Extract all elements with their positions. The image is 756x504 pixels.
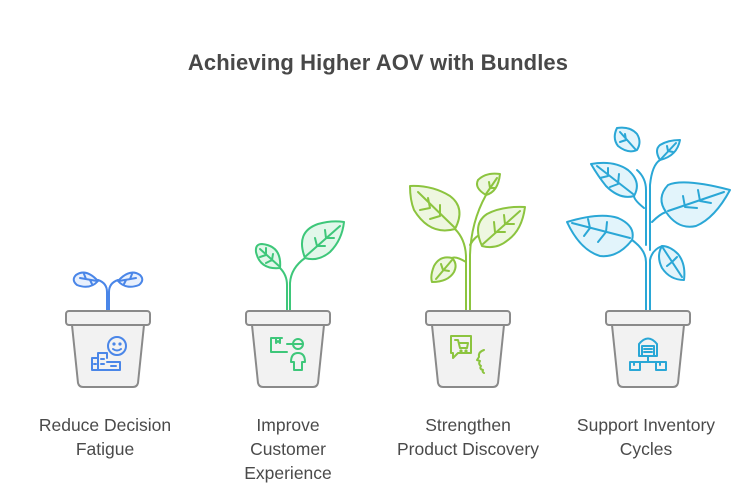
stage-label-2: Improve Customer Experience [203, 413, 373, 485]
stage-label-1: Reduce Decision Fatigue [20, 413, 190, 461]
label-line: Improve [256, 415, 320, 435]
cart-speech-bubble-icon [450, 335, 485, 374]
plant-stage-4 [566, 126, 731, 388]
stage-label-3: Strengthen Product Discovery [383, 413, 553, 461]
warehouse-distribution-icon [629, 337, 667, 371]
label-line: Cycles [619, 439, 673, 459]
label-line: Experience [244, 463, 332, 483]
label-line: Product Discovery [397, 439, 539, 459]
label-line: Reduce Decision [38, 415, 172, 435]
medium-plant-icon [409, 172, 526, 313]
label-line: Customer [250, 439, 326, 459]
label-line: Strengthen [425, 415, 511, 435]
diagram-title: Achieving Higher AOV with Bundles [187, 50, 569, 75]
plant-stage-3 [409, 172, 526, 388]
plant-stage-2 [245, 220, 345, 388]
large-plant-icon [566, 126, 731, 313]
small-plant-icon [254, 220, 345, 313]
pot [425, 310, 511, 388]
label-line: Support Inventory [576, 415, 716, 435]
happy-customer-shopping-icon [91, 336, 127, 371]
plant-stage-1 [65, 271, 151, 388]
delivery-person-box-icon [270, 337, 306, 371]
stage-label-4: Support Inventory Cycles [561, 413, 731, 461]
label-line: Fatigue [75, 439, 135, 459]
sprout-icon [72, 271, 144, 313]
pot [245, 310, 331, 388]
